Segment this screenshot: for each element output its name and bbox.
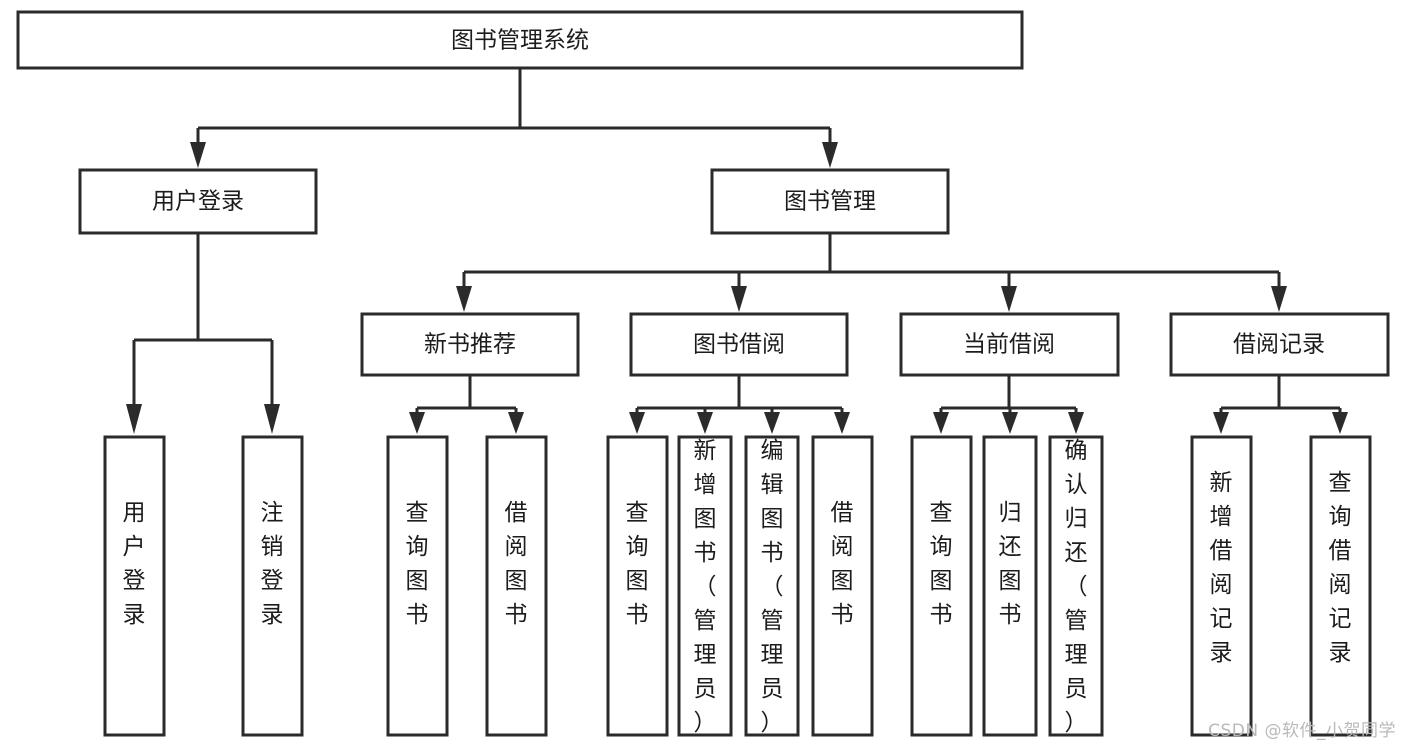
- node-borrow-record-box[interactable]: [1169, 312, 1390, 377]
- arrow-head-leaf-user-logout: [264, 404, 280, 434]
- node-root-label: 图书管理系统: [451, 28, 589, 54]
- node-borrow-record-label: 借阅记录: [1233, 332, 1325, 358]
- node-leaf-borrow-book-1-box[interactable]: [485, 435, 548, 737]
- arrow-head-current-borrow: [1001, 286, 1017, 312]
- arrow-head-leaf-borrow-book-1: [508, 412, 524, 434]
- connector-group-user-login: [126, 233, 280, 434]
- node-current-borrow-box[interactable]: [899, 312, 1120, 377]
- node-book-manage[interactable]: 图书管理: [710, 168, 950, 235]
- node-leaf-return-book[interactable]: 归还图书: [982, 435, 1038, 737]
- node-leaf-add-book-box[interactable]: [677, 435, 733, 737]
- node-book-borrow-box[interactable]: [629, 312, 849, 377]
- arrow-head-leaf-add-record: [1213, 412, 1229, 434]
- node-leaf-query-record-box[interactable]: [1309, 435, 1372, 737]
- arrow-head-leaf-query-record: [1332, 412, 1348, 434]
- node-leaf-query-record-label: 查询借阅记录: [1329, 470, 1352, 666]
- node-book-borrow-label: 图书借阅: [693, 332, 785, 358]
- node-leaf-add-book-label: 新增图书（管理员）: [694, 438, 717, 736]
- node-current-borrow[interactable]: 当前借阅: [899, 312, 1120, 377]
- arrow-head-leaf-edit-book: [764, 412, 780, 434]
- arrow-head-borrow-record: [1271, 286, 1287, 312]
- node-leaf-edit-book-label: 编辑图书（管理员）: [761, 438, 784, 736]
- node-leaf-user-logout[interactable]: 注销登录: [241, 435, 304, 737]
- node-leaf-query-book-1[interactable]: 查询图书: [386, 435, 449, 737]
- node-leaf-add-record-box[interactable]: [1190, 435, 1253, 737]
- arrow-head-user-login: [190, 142, 206, 168]
- connector-group-current-borrow: [933, 375, 1084, 434]
- node-book-borrow[interactable]: 图书借阅: [629, 312, 849, 377]
- node-leaf-add-record[interactable]: 新增借阅记录: [1190, 435, 1253, 737]
- arrow-head-leaf-query-book-2: [629, 412, 645, 434]
- connector-group-borrow-record: [1213, 375, 1348, 434]
- node-leaf-query-book-2-label: 查询图书: [626, 500, 649, 628]
- node-leaf-borrow-book-1[interactable]: 借阅图书: [485, 435, 548, 737]
- node-leaf-confirm-return-label: 确认归还（管理员）: [1065, 438, 1088, 736]
- node-leaf-add-record-label: 新增借阅记录: [1210, 470, 1233, 666]
- node-user-login-label: 用户登录: [152, 189, 244, 215]
- connector-group-new-book-recommend: [409, 375, 524, 434]
- node-new-book-recommend-box[interactable]: [360, 312, 580, 377]
- node-leaf-borrow-book-1-label: 借阅图书: [505, 500, 528, 628]
- node-book-manage-box[interactable]: [710, 168, 950, 235]
- node-leaf-confirm-return-box[interactable]: [1048, 435, 1104, 737]
- node-root-box[interactable]: [16, 10, 1024, 70]
- arrow-head-new-book-recommend: [456, 286, 472, 312]
- node-new-book-recommend[interactable]: 新书推荐: [360, 312, 580, 377]
- arrow-head-leaf-borrow-book-2: [834, 412, 850, 434]
- arrow-head-leaf-confirm-return: [1068, 412, 1084, 434]
- node-leaf-query-book-1-box[interactable]: [386, 435, 449, 737]
- node-leaf-edit-book-box[interactable]: [744, 435, 800, 737]
- node-leaf-query-book-3-box[interactable]: [910, 435, 973, 737]
- node-new-book-recommend-label: 新书推荐: [424, 332, 516, 358]
- arrow-head-book-borrow: [731, 286, 747, 312]
- arrow-head-leaf-add-book: [697, 412, 713, 434]
- arrow-head-leaf-query-book-3: [933, 412, 949, 434]
- node-leaf-query-record[interactable]: 查询借阅记录: [1309, 435, 1372, 737]
- node-leaf-user-login-box[interactable]: [103, 435, 166, 737]
- node-leaf-query-book-3-label: 查询图书: [930, 500, 953, 628]
- node-leaf-add-book[interactable]: 新增图书（管理员）: [677, 435, 733, 737]
- node-leaf-borrow-book-2-label: 借阅图书: [831, 500, 854, 628]
- node-leaf-query-book-2-box[interactable]: [606, 435, 669, 737]
- node-book-manage-label: 图书管理: [784, 189, 876, 215]
- arrow-head-leaf-query-book-1: [409, 412, 425, 434]
- connector-group-book-borrow: [629, 375, 850, 434]
- node-leaf-user-login-label: 用户登录: [123, 500, 146, 628]
- node-leaf-return-book-label: 归还图书: [999, 500, 1022, 628]
- node-borrow-record[interactable]: 借阅记录: [1169, 312, 1390, 377]
- arrow-head-leaf-user-login: [126, 404, 142, 434]
- node-leaf-borrow-book-2-box[interactable]: [811, 435, 874, 737]
- node-leaf-confirm-return[interactable]: 确认归还（管理员）: [1048, 435, 1104, 737]
- arrow-head-leaf-return-book: [1002, 412, 1018, 434]
- node-leaf-user-logout-box[interactable]: [241, 435, 304, 737]
- node-leaf-borrow-book-2[interactable]: 借阅图书: [811, 435, 874, 737]
- node-leaf-query-book-1-label: 查询图书: [406, 500, 429, 628]
- node-user-login-box[interactable]: [78, 168, 318, 235]
- node-root[interactable]: 图书管理系统: [16, 10, 1024, 70]
- connector-group-root: [190, 68, 838, 168]
- node-current-borrow-label: 当前借阅: [963, 332, 1055, 358]
- node-leaf-user-login[interactable]: 用户登录: [103, 435, 166, 737]
- node-leaf-return-book-box[interactable]: [982, 435, 1038, 737]
- connector-group-book-manage: [456, 233, 1287, 312]
- node-user-login[interactable]: 用户登录: [78, 168, 318, 235]
- node-leaf-query-book-2[interactable]: 查询图书: [606, 435, 669, 737]
- arrow-head-book-manage: [822, 142, 838, 168]
- node-leaf-query-book-3[interactable]: 查询图书: [910, 435, 973, 737]
- node-leaf-edit-book[interactable]: 编辑图书（管理员）: [744, 435, 800, 737]
- node-leaf-user-logout-label: 注销登录: [261, 500, 284, 628]
